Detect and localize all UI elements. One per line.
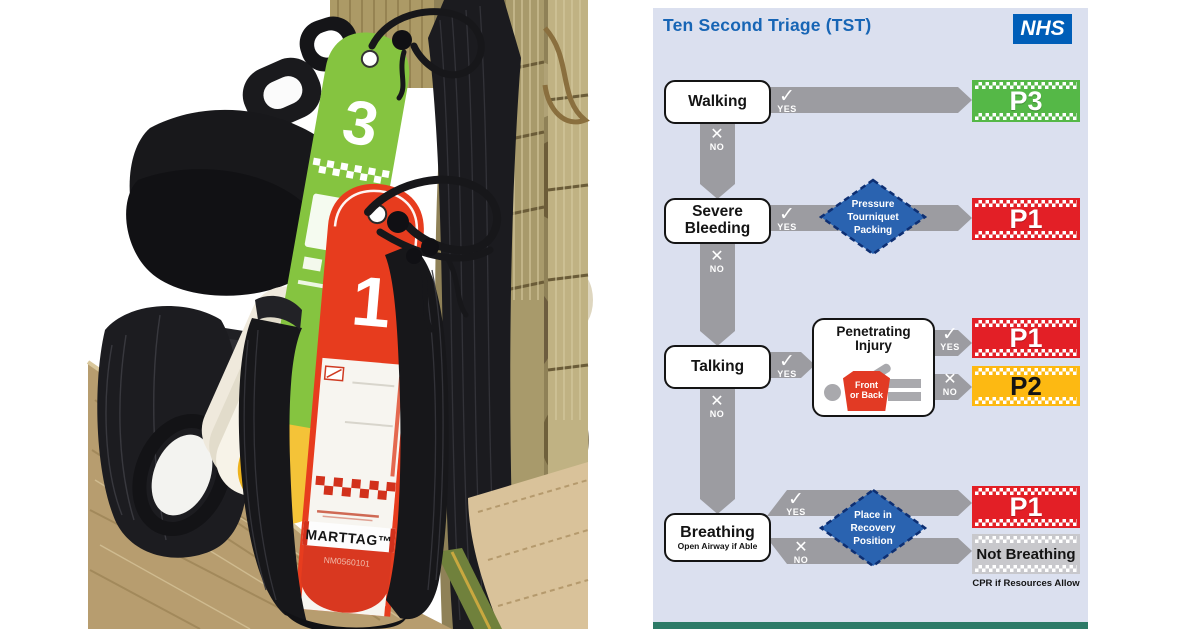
cross-icon: ✕ [794, 539, 808, 556]
cross-icon: ✕ [943, 371, 957, 388]
priority-p3: P3 [972, 80, 1080, 122]
nhs-logo: NHS [1013, 14, 1072, 44]
cross-icon: ✕ [710, 248, 724, 265]
priority-p1-penetrating: P1 [972, 318, 1080, 358]
step-breathing: Breathing Open Airway if Able [664, 513, 771, 562]
triage-tag-1: 1 MARTTAG™ NM0560101 [294, 183, 424, 617]
tag-1-number: 1 [349, 261, 395, 342]
camo-vest [330, 0, 593, 629]
arrow-talking-no [700, 384, 735, 514]
casualty-figure-icon: Front or Back [822, 362, 925, 411]
cross-icon: ✕ [710, 126, 724, 143]
check-icon: ✓ [779, 351, 795, 372]
arrow-bleeding-no [700, 239, 735, 346]
tag-hole [360, 49, 379, 68]
not-breathing-box: Not Breathing [972, 534, 1080, 574]
cord-knots [387, 30, 439, 264]
check-icon: ✓ [942, 324, 958, 345]
tst-flowchart-panel: Ten Second Triage (TST) NHS ✓YES ✕NO ✓YE… [653, 8, 1088, 622]
pouch-front [238, 245, 449, 629]
diamond-bleeding-action: Pressure Tourniquet Packing [818, 177, 928, 257]
cross-icon: ✕ [710, 393, 724, 410]
arrow-walking-no [700, 119, 735, 199]
tag-code: NM0560101 [323, 555, 370, 569]
product-photo: 3 1 [86, 0, 593, 629]
priority-p1-breathing: P1 [972, 486, 1080, 528]
priority-p2: P2 [972, 366, 1080, 406]
check-icon: ✓ [788, 489, 804, 510]
step-talking: Talking [664, 345, 771, 389]
step-severe-bleeding: Severe Bleeding [664, 198, 771, 244]
vest-flap [468, 462, 588, 629]
drawstring-cord [542, 26, 590, 125]
tag-1-checker [315, 475, 396, 500]
arrow-walking-yes [766, 87, 972, 113]
brand-label: MARTTAG™ [305, 526, 393, 550]
priority-p1-bleeding: P1 [972, 198, 1080, 240]
cpr-note: CPR if Resources Allow [972, 578, 1080, 589]
tag-cords [364, 8, 501, 333]
step-walking: Walking [664, 80, 771, 124]
next-image-edge [653, 622, 1088, 629]
page-title: Ten Second Triage (TST) [663, 15, 872, 35]
diamond-breathing-action: Place in Recovery Position [818, 487, 928, 569]
check-icon: ✓ [779, 204, 795, 225]
strap-loop-hole [151, 434, 213, 516]
penetrating-injury-box: Penetrating Injury Front or Back [812, 318, 935, 417]
check-icon: ✓ [779, 86, 795, 107]
tag-3-checker [312, 157, 390, 184]
